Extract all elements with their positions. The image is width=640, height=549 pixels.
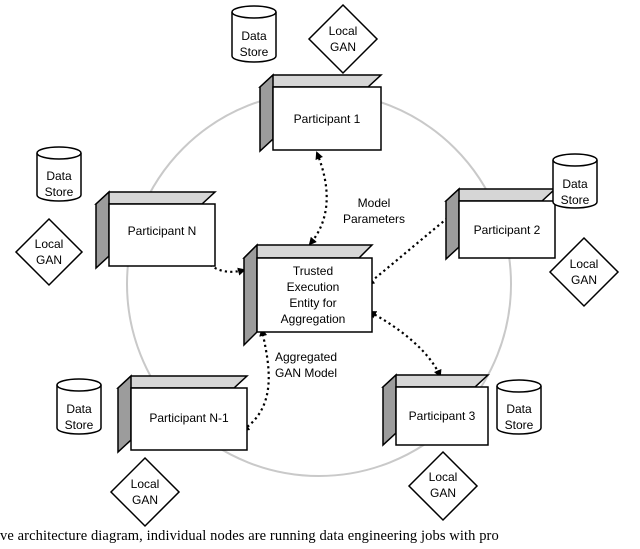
trusted-entity-line-3: Entity for [289,296,336,310]
data-store-right-upper-line-2: Store [561,193,590,207]
data-store-right-lower-line-1: Data [506,402,532,416]
local-gan-right-line-1: Local [570,257,599,271]
local-gan-right-line-2: GAN [571,273,597,287]
local-gan-left-line-1: Local [35,237,64,251]
trusted-entity-line-2: Execution [287,280,340,294]
local-gan-top-line-2: GAN [330,40,356,54]
participant-n-label: Participant N [128,224,197,238]
local-gan-left-line-2: GAN [36,253,62,267]
data-store-left-upper-line-2: Store [45,185,74,199]
local-gan-bottom-left-line-1: Local [131,477,160,491]
data-store-left-lower-line-2: Store [65,418,94,432]
data-store-right-lower: Data Store [496,379,542,435]
participant-2-label: Participant 2 [474,223,541,237]
participant-3-box: Participant 3 [381,373,490,447]
connector-participant-n [190,230,246,276]
data-store-left-upper: Data Store [36,146,82,202]
aggregated-model-line-1: Aggregated [275,350,337,364]
data-store-left-lower-line-1: Data [66,402,92,416]
data-store-right-upper: Data Store [552,153,598,209]
local-gan-bottom-right: Local GAN [407,450,479,522]
model-parameters-line-1: Model [358,196,391,210]
data-store-right-upper-line-1: Data [562,177,588,191]
local-gan-bottom-right-line-2: GAN [430,486,456,500]
participant-2-box: Participant 2 [444,187,557,261]
trusted-entity-line-1: Trusted [293,264,333,278]
participant-n-box: Participant N [94,190,217,270]
data-store-left-lower: Data Store [56,378,102,435]
participant-3-label: Participant 3 [409,409,476,423]
participant-n-1-label: Participant N-1 [149,411,229,425]
local-gan-left: Local GAN [14,217,84,287]
aggregated-model-line-2: GAN Model [275,366,337,380]
local-gan-bottom-right-line-1: Local [429,470,458,484]
model-parameters-line-2: Parameters [343,212,405,226]
model-parameters-label: Model Parameters [343,196,405,226]
data-store-top: Data Store [231,5,277,63]
local-gan-top: Local GAN [307,3,379,75]
participant-1-box: Participant 1 [258,73,383,153]
aggregated-model-label: Aggregated GAN Model [275,350,337,380]
architecture-diagram: Trusted Execution Entity for Aggregation… [14,3,620,528]
connector-participant-3 [368,311,442,378]
local-gan-bottom-left: Local GAN [109,456,181,528]
data-store-top-line-2: Store [240,45,269,59]
connector-participant-1 [308,151,328,246]
trusted-entity-line-4: Aggregation [281,312,346,326]
local-gan-top-line-1: Local [329,24,358,38]
trusted-execution-entity: Trusted Execution Entity for Aggregation [242,243,374,347]
data-store-right-lower-line-2: Store [505,418,534,432]
local-gan-bottom-left-line-2: GAN [132,493,158,507]
data-store-top-line-1: Data [241,29,267,43]
participant-1-label: Participant 1 [294,112,361,126]
data-store-left-upper-line-1: Data [46,169,72,183]
connector-participant-n-1 [241,328,270,432]
participant-n-1-box: Participant N-1 [116,374,249,454]
local-gan-right: Local GAN [548,236,620,308]
figure-caption: ve architecture diagram, individual node… [0,528,499,544]
